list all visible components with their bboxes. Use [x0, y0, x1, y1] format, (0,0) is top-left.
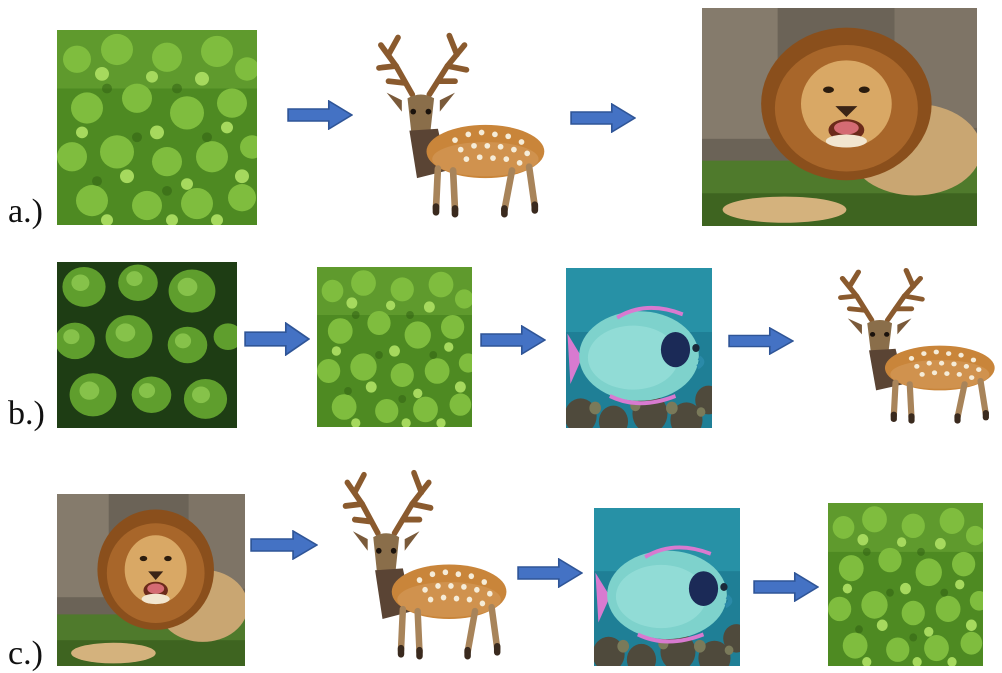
- lion-image: [702, 8, 977, 226]
- lion-image: [57, 494, 245, 666]
- grass-image: [828, 503, 983, 666]
- arrow-icon: [287, 100, 353, 130]
- row-label-b: b.): [8, 397, 45, 431]
- parrotfish-image: [566, 268, 712, 428]
- row-label-a: a.): [8, 195, 43, 229]
- parrotfish-image: [594, 508, 740, 666]
- deer-image: [823, 264, 1000, 424]
- arrow-icon: [753, 572, 819, 602]
- arrow-icon: [480, 325, 546, 355]
- arrow-icon: [728, 327, 794, 355]
- grass-image: [57, 30, 257, 225]
- arrow-icon: [517, 558, 583, 588]
- row-label-c: c.): [8, 637, 43, 671]
- aquatic-plants-image: [57, 262, 237, 428]
- grass-image: [317, 267, 472, 427]
- arrow-icon: [250, 530, 318, 560]
- arrow-icon: [244, 322, 310, 356]
- deer-image: [360, 28, 550, 218]
- deer-image: [327, 465, 512, 660]
- arrow-icon: [570, 103, 636, 133]
